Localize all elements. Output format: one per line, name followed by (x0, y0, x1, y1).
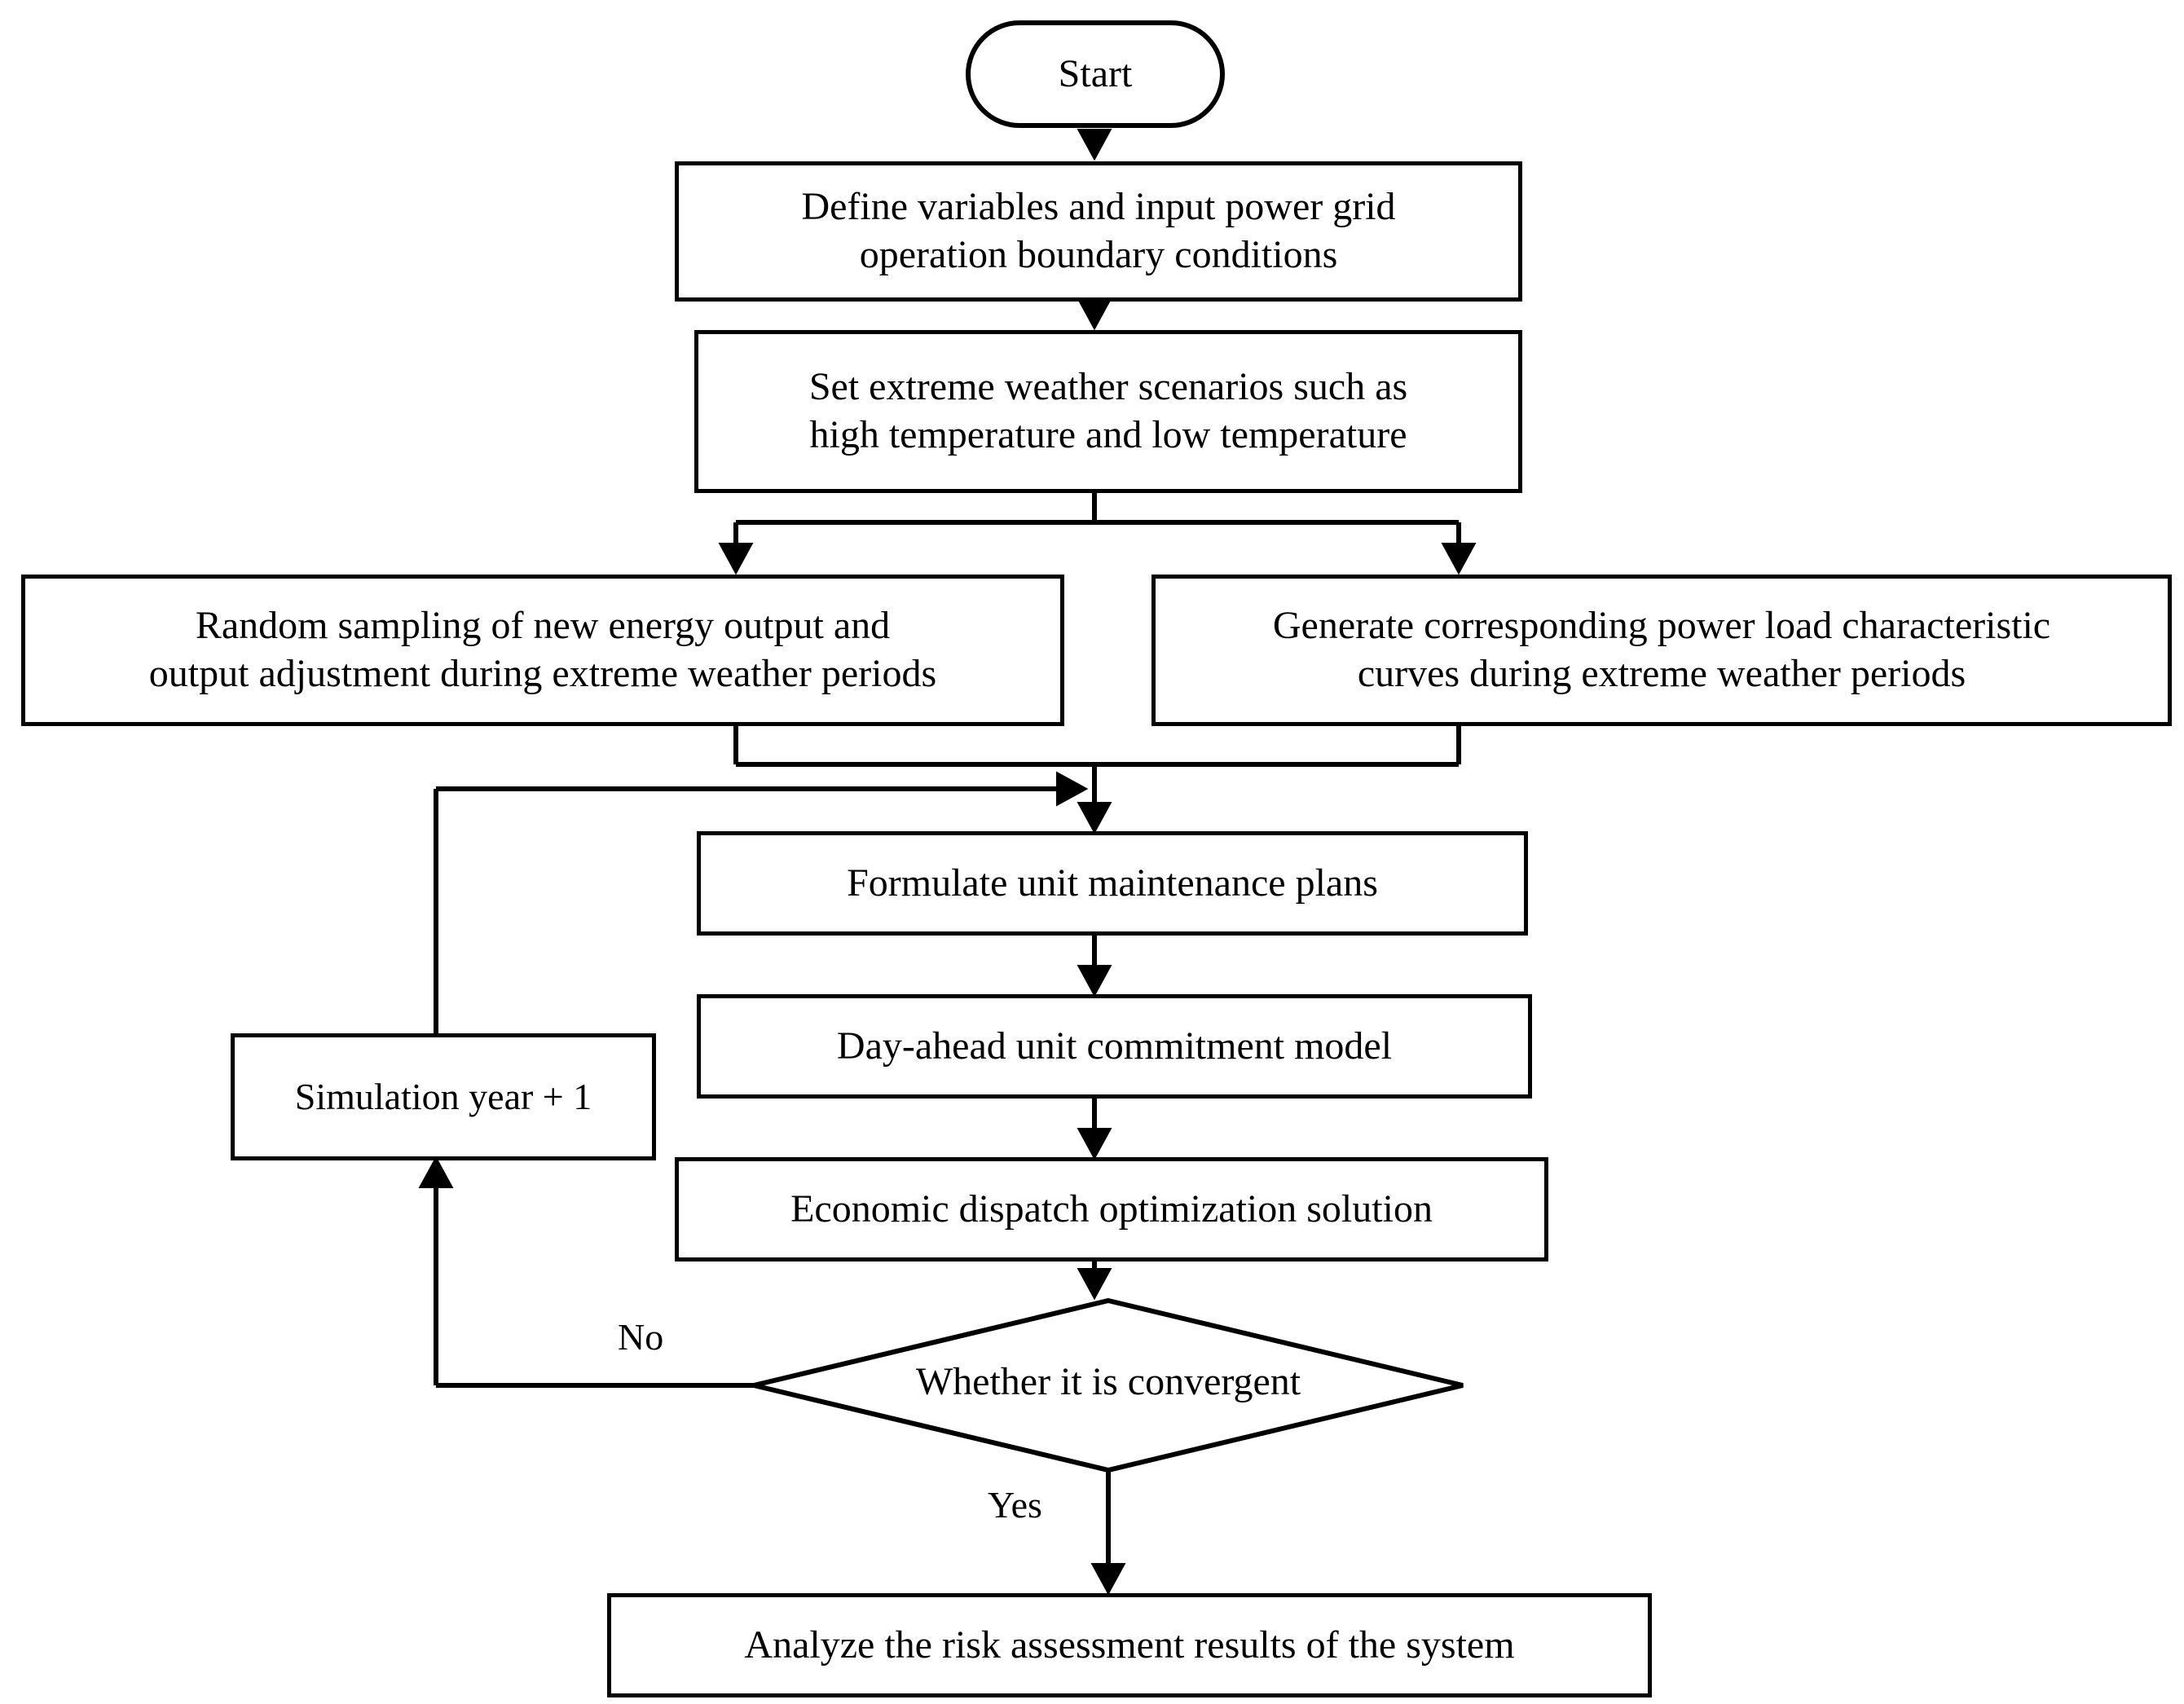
node-generate-curves[interactable]: Generate corresponding power load charac… (1151, 575, 2172, 726)
node-set-weather-label: Set extreme weather scenarios such as hi… (808, 365, 1408, 456)
node-analyze-results[interactable]: Analyze the risk assessment results of t… (607, 1593, 1652, 1697)
node-random-sampling[interactable]: Random sampling of new energy output and… (21, 575, 1064, 726)
node-convergence-check-label: Whether it is convergent (915, 1360, 1301, 1403)
node-economic-dispatch[interactable]: Economic dispatch optimization solution (675, 1157, 1548, 1261)
node-generate-curves-label: Generate corresponding power load charac… (1272, 604, 2051, 695)
node-unit-commitment[interactable]: Day-ahead unit commitment model (697, 994, 1532, 1099)
edge-label-yes-text: Yes (988, 1484, 1042, 1526)
edge-label-no: No (618, 1315, 663, 1358)
node-maintenance-plans-label: Formulate unit maintenance plans (847, 861, 1378, 905)
edge-label-yes: Yes (988, 1483, 1042, 1526)
node-set-weather[interactable]: Set extreme weather scenarios such as hi… (694, 330, 1522, 493)
node-random-sampling-label: Random sampling of new energy output and… (148, 604, 937, 695)
node-start[interactable]: Start (966, 20, 1225, 128)
node-define-variables-label: Define variables and input power grid op… (801, 185, 1396, 276)
node-start-label: Start (1058, 51, 1133, 95)
edge-label-no-text: No (618, 1316, 664, 1358)
node-simulation-year[interactable]: Simulation year + 1 (231, 1033, 656, 1160)
node-unit-commitment-label: Day-ahead unit commitment model (836, 1024, 1393, 1068)
node-economic-dispatch-label: Economic dispatch optimization solution (790, 1187, 1433, 1231)
node-convergence-check[interactable]: Whether it is convergent (754, 1359, 1463, 1404)
node-analyze-results-label: Analyze the risk assessment results of t… (744, 1623, 1515, 1667)
node-simulation-year-label: Simulation year + 1 (294, 1075, 592, 1117)
node-maintenance-plans[interactable]: Formulate unit maintenance plans (697, 831, 1528, 936)
node-define-variables[interactable]: Define variables and input power grid op… (675, 161, 1522, 302)
